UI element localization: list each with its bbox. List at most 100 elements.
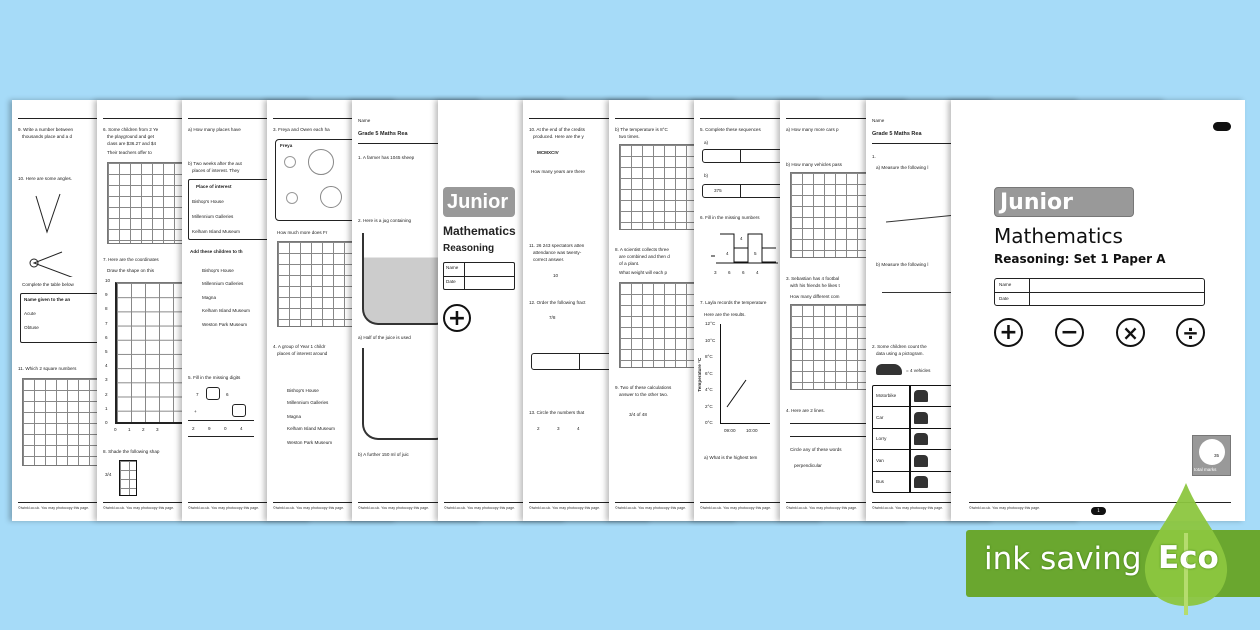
plus-sign: +	[194, 409, 197, 414]
vehicle-icon	[914, 476, 928, 488]
angles-diagram	[29, 193, 73, 277]
question-text: 11. 26 243 spectators atten	[529, 243, 585, 248]
digit: 4	[756, 270, 759, 275]
name-date-table	[443, 262, 515, 290]
name-field[interactable]	[1031, 280, 1202, 291]
pictogram-row-label: Bus	[876, 479, 884, 484]
temperature-graph	[720, 324, 770, 424]
question-text: thousands place and a d	[22, 134, 73, 139]
divide-icon: ÷	[1176, 318, 1205, 347]
question-text: 6. Fill in the missing numbers	[700, 215, 760, 220]
paper-title: Grade 5 Maths Rea	[872, 131, 922, 137]
junior-badge: Junior	[443, 187, 515, 217]
plus-icon: +	[994, 318, 1023, 347]
question-text: 13. Circle the numbers that	[529, 410, 585, 415]
digit: 6	[728, 270, 731, 275]
question-text: 3. Sebastian has 4 footbal	[786, 276, 840, 281]
footer-text: ©twinkl.co.uk. You may photocopy this pa…	[872, 506, 944, 510]
number-option[interactable]: 2	[537, 426, 540, 431]
x-tick-label: 09:00	[724, 428, 736, 433]
digit: 4	[726, 251, 729, 256]
table-cell: Acute	[24, 311, 36, 316]
part-label: b)	[704, 173, 709, 178]
question-text: Circle any of these words	[790, 447, 842, 452]
question-text: two times.	[619, 134, 640, 139]
y-tick-label: 10°C	[705, 337, 716, 343]
instruction-text: Add these children to th	[190, 249, 243, 254]
footer-text: ©twinkl.co.uk. You may photocopy this pa…	[103, 506, 175, 510]
car-icon	[876, 364, 902, 375]
footer-text: ©twinkl.co.uk. You may photocopy this pa…	[18, 506, 90, 510]
date-label: Date	[446, 279, 456, 284]
question-text: attendance was twenty-	[533, 250, 582, 255]
question-text: a) How many more cars p	[786, 127, 839, 132]
instruction-text: Complete the table below	[22, 282, 74, 287]
y-axis-label: Temperature °C	[697, 357, 703, 392]
question-text: 2. Some children count the	[872, 344, 927, 349]
question-text: 5. Fill in the missing digits	[188, 375, 241, 380]
list-item: Magna	[287, 414, 302, 419]
name-label: Name	[999, 282, 1012, 287]
digit: 4	[240, 426, 243, 431]
question-text: the playground and get	[107, 134, 154, 139]
y-tick-label: 10	[105, 278, 111, 283]
minus-icon: −	[1055, 318, 1084, 347]
sum-rule	[188, 436, 254, 437]
row-divider	[872, 427, 982, 429]
missing-digit-box[interactable]	[232, 404, 246, 417]
question-text: 4. A group of Year 1 childr	[273, 344, 326, 349]
question-text: 11. Which 2 square numbers	[18, 366, 77, 371]
question-text: a) Measure the following l	[876, 165, 929, 170]
question-text: a) How many places have	[188, 127, 241, 132]
footer-text: ©twinkl.co.uk. You may photocopy this pa…	[700, 506, 772, 510]
footer-text: ©twinkl.co.uk. You may photocopy this pa…	[969, 506, 1041, 510]
name-label: Name	[358, 118, 371, 123]
number-option[interactable]: 4	[577, 426, 580, 431]
eco-text: Eco	[1158, 540, 1219, 576]
footer-text: ©twinkl.co.uk. You may photocopy this pa…	[615, 506, 687, 510]
question-text: 2. Here is a jug containing	[358, 218, 412, 223]
digit: 7	[196, 392, 199, 397]
x-tick-label: 1	[128, 427, 131, 432]
list-item: Weston Park Museum	[287, 440, 333, 445]
eco-leaf-icon	[1144, 483, 1228, 615]
part-label: a)	[704, 140, 709, 145]
table-cell: Millennium Galleries	[192, 214, 234, 219]
question-text: 12. Order the following fract	[529, 300, 586, 305]
word-option[interactable]: perpendicular	[794, 463, 822, 468]
pictogram-row-label: Car	[876, 414, 884, 420]
question-text: places of interest. They	[192, 168, 240, 173]
calculation: 3/4 of 48	[629, 412, 647, 417]
marks-circle	[1199, 439, 1225, 465]
coins-label: Freya	[280, 143, 293, 148]
question-text: How many years are there	[531, 169, 585, 174]
question-text: 7. Layla records the temperature	[700, 300, 767, 305]
page-number: 1	[1091, 507, 1106, 515]
digit: 6	[226, 392, 229, 397]
name-label: Name	[446, 265, 459, 270]
ink-saving-text: ink saving	[984, 541, 1142, 577]
y-tick-label: 4	[105, 363, 108, 369]
x-tick-label: 2	[142, 427, 145, 432]
table-cell: Bishop's House	[192, 199, 224, 204]
question-text: How much more does Fr	[277, 230, 328, 235]
digit: 5	[754, 251, 757, 256]
y-tick-label: 8°C	[705, 354, 713, 359]
vehicle-icon	[914, 433, 928, 445]
coin-icon	[320, 186, 342, 208]
table-header: Place of interest	[196, 184, 232, 189]
date-label: Date	[999, 296, 1009, 301]
missing-digit-box[interactable]	[206, 387, 220, 400]
question-text: 9. Two of these calculations	[615, 385, 672, 390]
question-text: places of interest around	[277, 351, 328, 356]
question-text: Their teachers offer to	[107, 150, 152, 155]
row-divider	[872, 470, 982, 472]
vehicle-icon	[914, 411, 928, 424]
date-field[interactable]	[1031, 294, 1202, 305]
junior-badge: Junior	[994, 187, 1134, 217]
y-tick-label: 6°C	[705, 370, 713, 376]
question-text: 7. Here are the coordinates	[103, 257, 159, 262]
number-option[interactable]: 3	[557, 426, 560, 431]
question-text: 8. A scientist collects three	[615, 247, 669, 252]
footer-rule	[969, 502, 1231, 503]
